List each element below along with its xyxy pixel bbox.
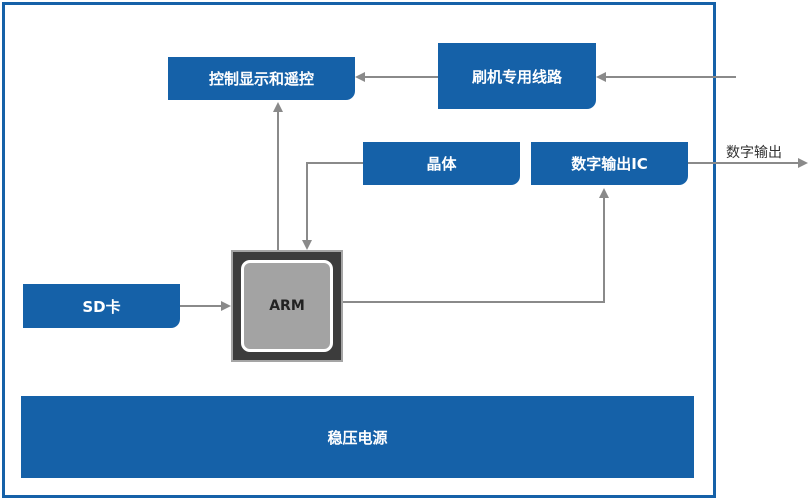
arrow-arm-to-ic — [343, 188, 609, 303]
arm-label: ARM — [269, 298, 305, 314]
board-frame — [2, 2, 716, 498]
flash-circuit-label: 刷机专用线路 — [471, 67, 562, 86]
crystal-block: 晶体 — [363, 142, 520, 185]
arm-chip-core: ARM — [241, 260, 333, 352]
arm-chip: ARM — [231, 250, 343, 362]
arrow-crystal-to-arm — [302, 162, 363, 250]
sd-card-label: SD卡 — [82, 297, 121, 316]
power-supply-label: 稳压电源 — [327, 428, 388, 447]
control-display-block: 控制显示和遥控 — [168, 57, 355, 100]
sd-card-block: SD卡 — [23, 284, 180, 328]
digital-output-ic-label: 数字输出IC — [571, 155, 648, 173]
control-display-label: 控制显示和遥控 — [208, 70, 314, 88]
flash-circuit-block: 刷机专用线路 — [438, 43, 596, 109]
digital-output-label: 数字输出 — [726, 145, 782, 161]
digital-output-ic-block: 数字输出IC — [531, 142, 688, 185]
power-supply-block: 稳压电源 — [21, 396, 694, 478]
crystal-label: 晶体 — [426, 155, 457, 173]
